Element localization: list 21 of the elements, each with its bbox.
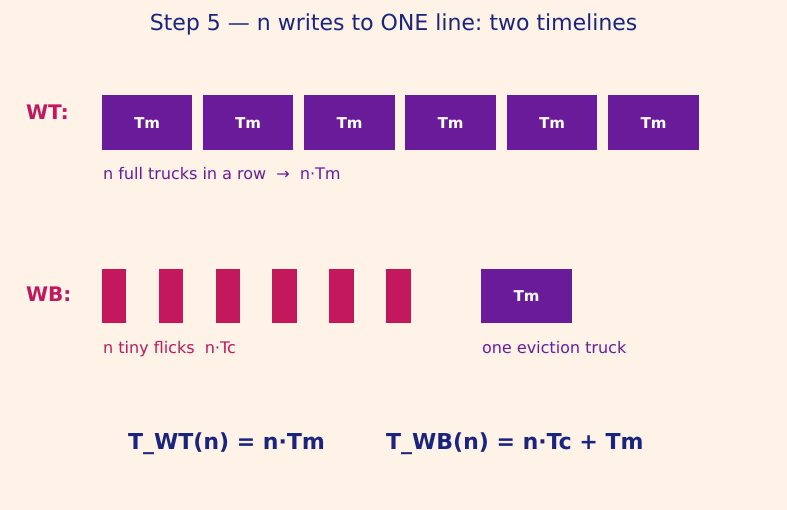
caption: n tiny flicks n·Tc [103,338,236,357]
time-block: Tm [304,95,395,150]
row-label: WT: [26,100,69,124]
flick-bar [272,269,297,323]
flick-bar [216,269,240,323]
flick-bar [102,269,126,323]
time-block: Tm [481,269,572,323]
time-block: Tm [405,95,496,150]
flick-bar [159,269,183,323]
flick-bar [386,269,411,323]
title: Step 5 — n writes to ONE line: two timelines [148,11,638,36]
time-block: Tm [507,95,597,150]
time-block: Tm [203,95,293,150]
time-block: Tm [608,95,699,150]
caption: one eviction truck [482,338,626,357]
formula: T_WB(n) = n·Tc + Tm [386,430,644,455]
time-block: Tm [102,95,192,150]
formula: T_WT(n) = n·Tm [128,430,325,455]
row-label: WB: [26,282,72,306]
caption: n full trucks in a row → n·Tm [103,164,340,183]
flick-bar [329,269,354,323]
